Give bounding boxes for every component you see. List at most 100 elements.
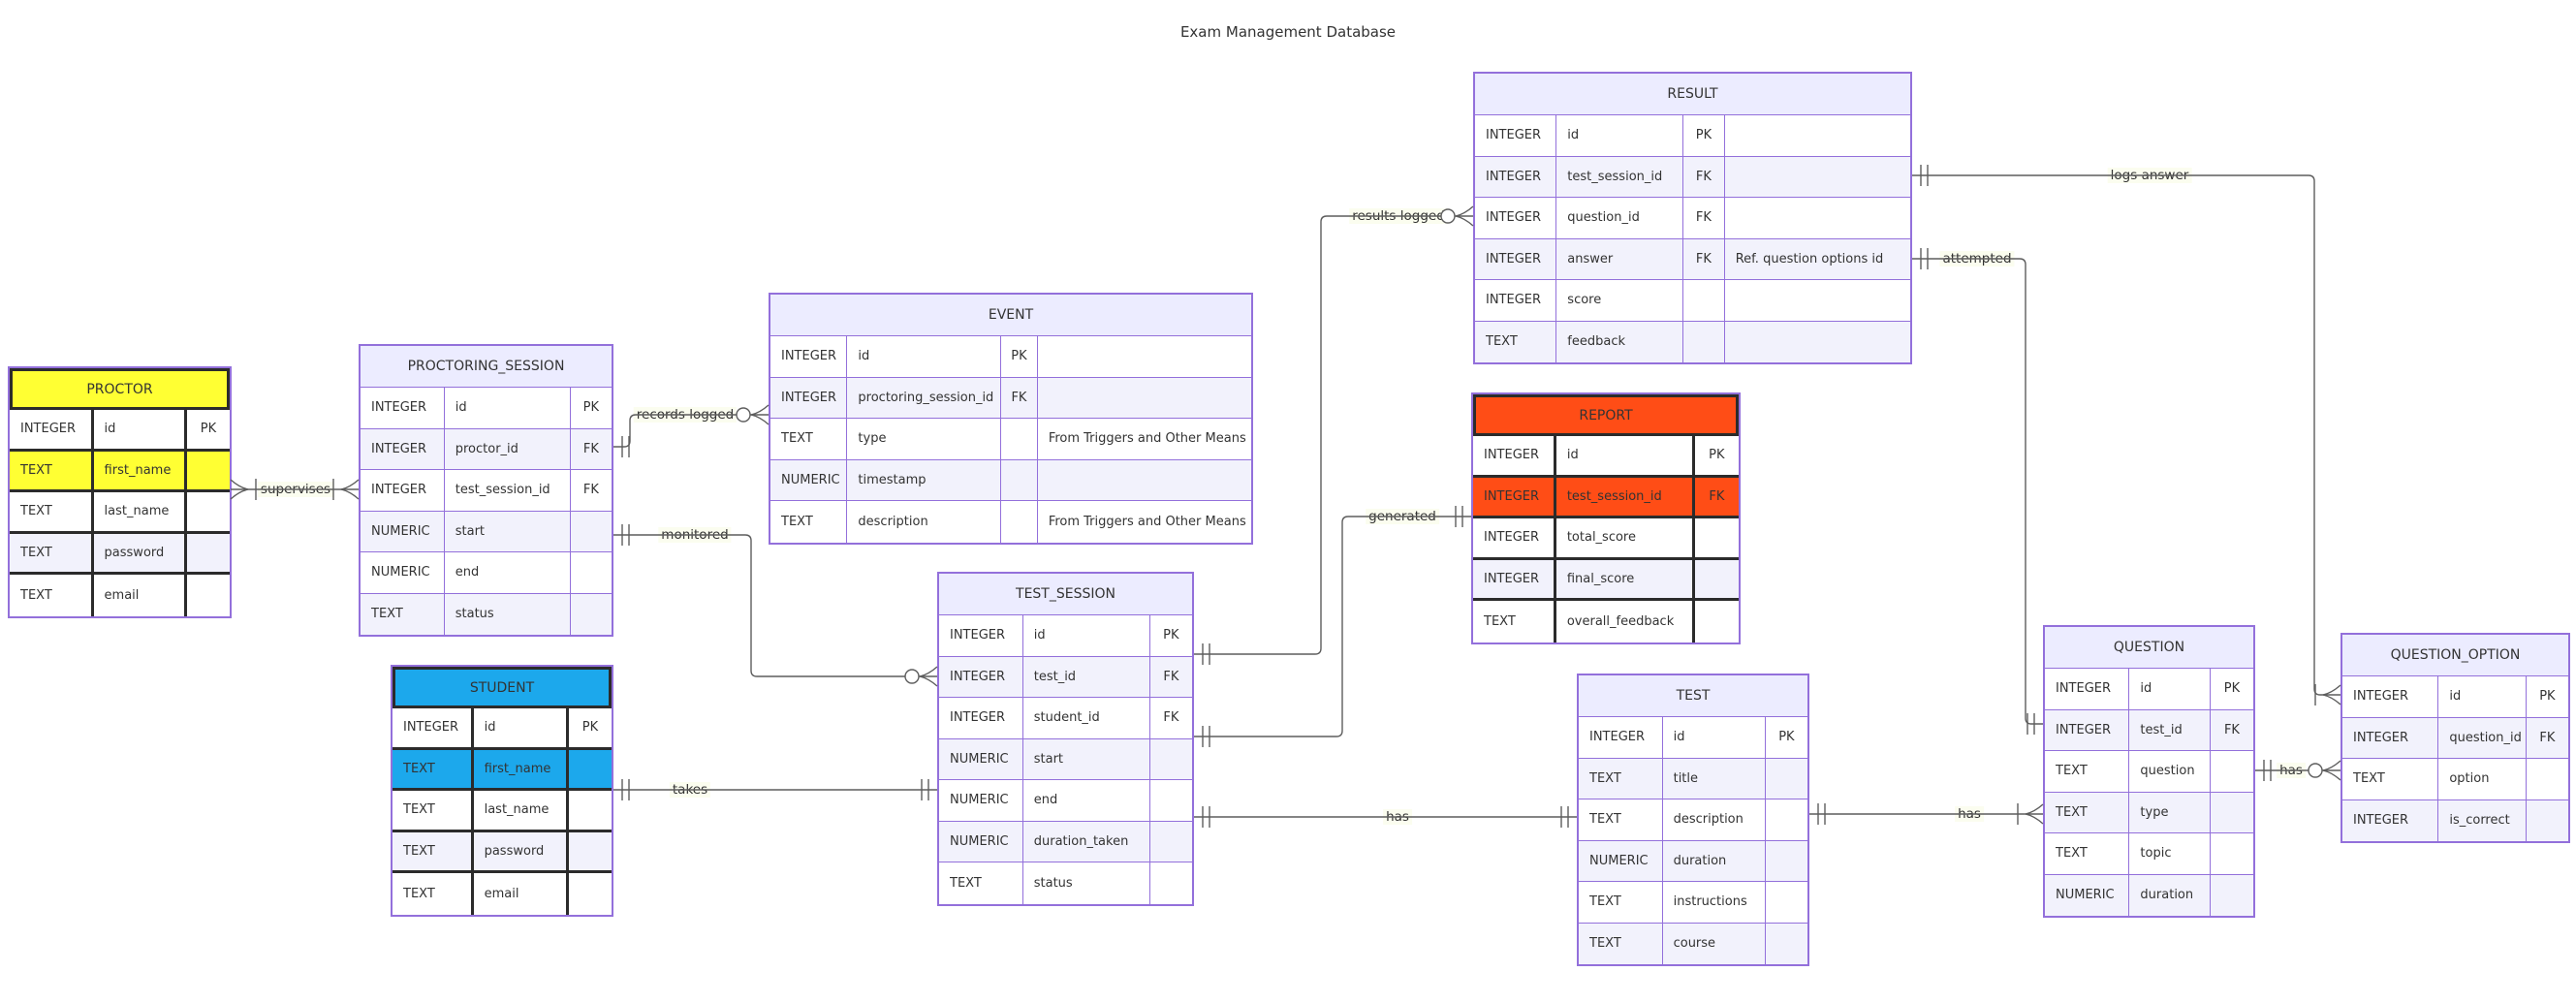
diagram-title: Exam Management Database bbox=[1179, 23, 1397, 41]
entity-title: RESULT bbox=[1475, 74, 1910, 115]
attribute-key-cell bbox=[1694, 601, 1739, 643]
attribute-name-cell: timestamp bbox=[847, 459, 1002, 501]
attribute-key-cell bbox=[570, 552, 612, 594]
attribute-name-cell: proctoring_session_id bbox=[847, 377, 1002, 419]
attribute-comment-cell: Ref. question options id bbox=[1724, 238, 1910, 280]
attribute-name-cell: question bbox=[2129, 751, 2211, 793]
attribute-name-cell: score bbox=[1556, 280, 1684, 322]
attribute-type-cell: INTEGER bbox=[1475, 280, 1557, 322]
attribute-type-cell: NUMERIC bbox=[2045, 874, 2130, 916]
attribute-key-cell bbox=[1001, 459, 1038, 501]
attribute-type-cell: INTEGER bbox=[1473, 559, 1556, 601]
attribute-type-cell: NUMERIC bbox=[361, 552, 445, 594]
attribute-name-cell: feedback bbox=[1556, 321, 1684, 362]
attribute-key-cell bbox=[1001, 501, 1038, 543]
entity-title: TEST bbox=[1579, 675, 1807, 717]
attribute-type-cell: TEXT bbox=[2045, 833, 2130, 875]
attribute-key-cell bbox=[1149, 821, 1192, 862]
attribute-key-cell: PK bbox=[1765, 717, 1807, 759]
attribute-comment-cell bbox=[1037, 377, 1251, 419]
attribute-key-cell bbox=[568, 791, 612, 832]
attribute-key-cell: PK bbox=[2526, 676, 2568, 718]
attribute-key-cell: FK bbox=[1001, 377, 1038, 419]
attribute-name-cell: question_id bbox=[2438, 717, 2527, 759]
attribute-key-cell: PK bbox=[186, 410, 230, 452]
attribute-name-cell: id bbox=[847, 336, 1002, 378]
attribute-name-cell: last_name bbox=[473, 791, 569, 832]
attribute-key-cell bbox=[1765, 882, 1807, 924]
attribute-type-cell: TEXT bbox=[2045, 751, 2130, 793]
attribute-name-cell: test_id bbox=[2129, 709, 2211, 751]
attribute-type-cell: INTEGER bbox=[1475, 198, 1557, 239]
attribute-comment-cell bbox=[1724, 156, 1910, 198]
relationship-label-generated: generated bbox=[1366, 509, 1439, 524]
attribute-name-cell: password bbox=[93, 533, 187, 575]
attribute-key-cell: PK bbox=[568, 708, 612, 750]
attribute-key-cell: FK bbox=[1683, 238, 1725, 280]
attribute-key-cell bbox=[1001, 419, 1038, 460]
attribute-type-cell: INTEGER bbox=[361, 388, 445, 429]
attribute-name-cell: instructions bbox=[1662, 882, 1766, 924]
attribute-type-cell: INTEGER bbox=[770, 336, 848, 378]
attribute-key-cell bbox=[2210, 874, 2253, 916]
attribute-key-cell: FK bbox=[1683, 156, 1725, 198]
attribute-type-cell: TEXT bbox=[770, 419, 848, 460]
attribute-type-cell: NUMERIC bbox=[1579, 840, 1663, 882]
attribute-type-cell: INTEGER bbox=[1579, 717, 1663, 759]
attribute-type-cell: NUMERIC bbox=[939, 821, 1023, 862]
attribute-key-cell: FK bbox=[570, 470, 612, 512]
attribute-name-cell: id bbox=[444, 388, 571, 429]
relationship-label-attempted: attempted bbox=[1939, 251, 2015, 266]
attribute-key-cell: PK bbox=[570, 388, 612, 429]
attribute-name-cell: duration bbox=[2129, 874, 2211, 916]
attribute-name-cell: duration_taken bbox=[1022, 821, 1150, 862]
attribute-type-cell: INTEGER bbox=[770, 377, 848, 419]
attribute-type-cell: TEXT bbox=[1579, 799, 1663, 841]
attribute-key-cell: FK bbox=[2526, 717, 2568, 759]
attribute-key-cell bbox=[2210, 833, 2253, 875]
attribute-name-cell: final_score bbox=[1555, 559, 1695, 601]
attribute-name-cell: type bbox=[2129, 792, 2211, 833]
attribute-name-cell: first_name bbox=[93, 451, 187, 492]
relationship-label-records-logged: records logged bbox=[633, 407, 738, 423]
attribute-name-cell: id bbox=[1022, 615, 1150, 657]
attribute-type-cell: TEXT bbox=[10, 451, 94, 492]
attribute-key-cell bbox=[570, 593, 612, 635]
attribute-key-cell: PK bbox=[2210, 669, 2253, 710]
attribute-type-cell: TEXT bbox=[1579, 882, 1663, 924]
attribute-type-cell: TEXT bbox=[10, 533, 94, 575]
attribute-type-cell: TEXT bbox=[1579, 923, 1663, 964]
attribute-key-cell: FK bbox=[2210, 709, 2253, 751]
attribute-key-cell: PK bbox=[1001, 336, 1038, 378]
attribute-name-cell: email bbox=[473, 873, 569, 915]
attribute-key-cell bbox=[568, 831, 612, 873]
attribute-type-cell: TEXT bbox=[393, 791, 474, 832]
attribute-type-cell: INTEGER bbox=[2342, 676, 2439, 718]
